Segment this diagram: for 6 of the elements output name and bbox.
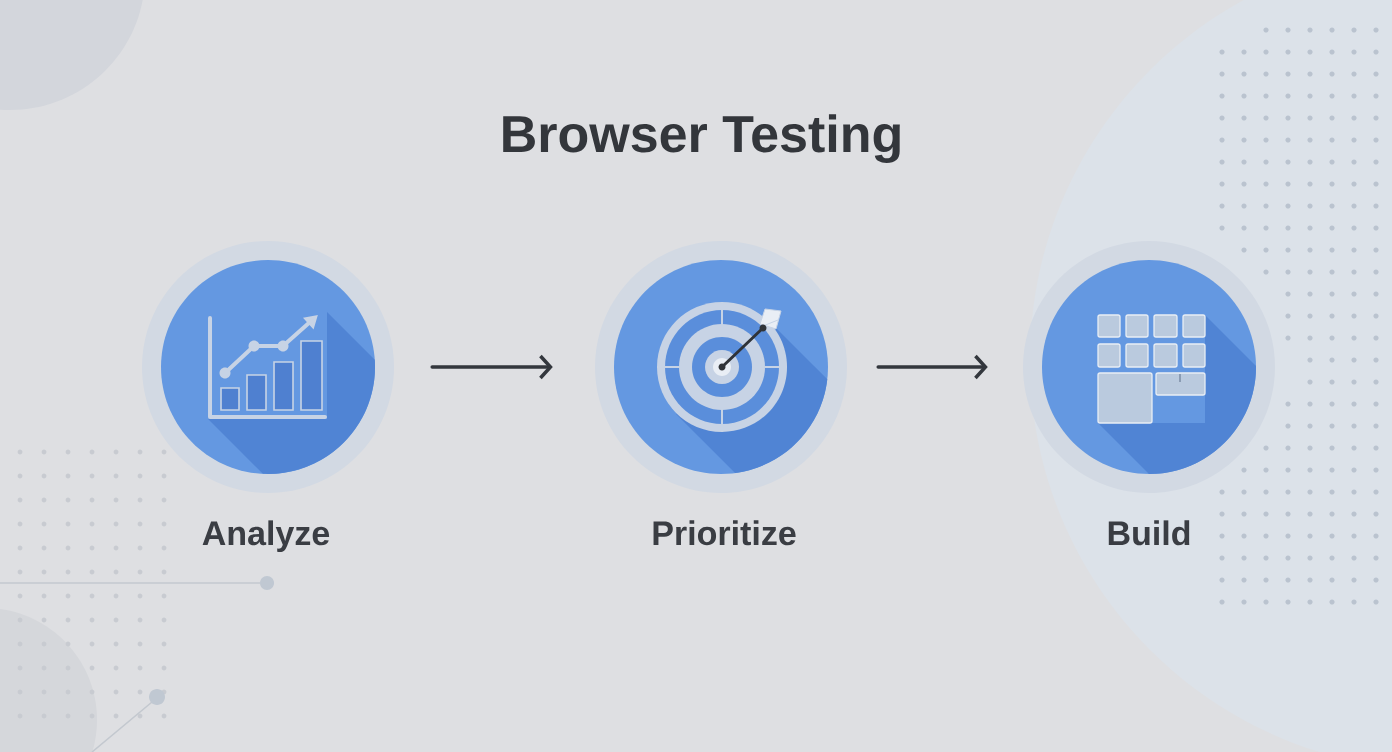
step-label: Prioritize bbox=[653, 520, 796, 546]
title: Browser Testing bbox=[503, 114, 900, 163]
step-label: Build bbox=[1108, 520, 1190, 546]
step-label: Analyze bbox=[202, 520, 330, 553]
arrow bbox=[430, 354, 553, 380]
arrow bbox=[876, 354, 988, 380]
